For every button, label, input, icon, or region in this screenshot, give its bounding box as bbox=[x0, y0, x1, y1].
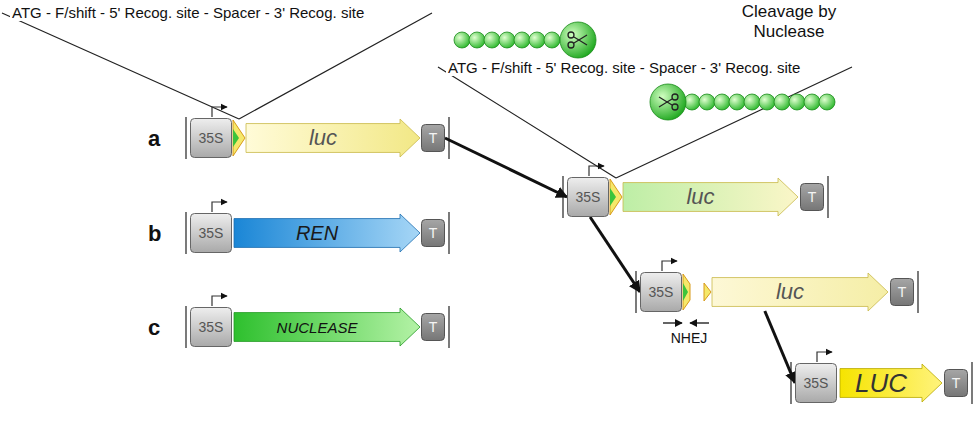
gene-arrow: NUCLEASE bbox=[234, 308, 420, 346]
promoter-box: 35S bbox=[190, 307, 232, 347]
box-outline bbox=[422, 125, 445, 152]
panel-letter: a bbox=[146, 126, 162, 151]
nhej-arrows bbox=[663, 322, 709, 323]
construct-brackets bbox=[186, 117, 972, 404]
gene-arrow-outline bbox=[712, 273, 888, 311]
terminator-name: T bbox=[429, 226, 438, 240]
gene-arrow-outline bbox=[840, 364, 942, 402]
gene-arrow: LUC bbox=[840, 364, 942, 402]
box-outline bbox=[422, 314, 445, 341]
nuclease-protein bbox=[454, 22, 596, 58]
terminator-box: T bbox=[800, 183, 824, 211]
construct-map-callout: ATG - F/shift - 5' Recog. site - Spacer … bbox=[10, 4, 366, 21]
promoter-box: 35S bbox=[567, 177, 609, 217]
promoter-name: 35S bbox=[649, 285, 674, 299]
process-arrow bbox=[445, 138, 567, 197]
gene-name: NUCLEASE bbox=[277, 320, 358, 335]
terminator-name: T bbox=[952, 376, 961, 390]
gene-arrow-outline bbox=[246, 119, 420, 157]
box-outline bbox=[422, 220, 445, 247]
process-arrow bbox=[590, 217, 640, 292]
box-outline bbox=[568, 178, 609, 217]
terminator-box: T bbox=[421, 313, 445, 341]
promoter-box: 35S bbox=[640, 272, 682, 312]
terminator-box: T bbox=[944, 369, 968, 397]
box-outline bbox=[641, 273, 682, 312]
gene-arrow: luc bbox=[712, 273, 888, 311]
construct-map-callout: ATG - F/shift - 5' Recog. site - Spacer … bbox=[446, 59, 802, 76]
gene-name: luc bbox=[309, 127, 337, 149]
gene-arrow: REN bbox=[234, 214, 420, 252]
nuclease-caption: Cleavage by Nuclease bbox=[722, 2, 856, 41]
target-site-markers bbox=[233, 120, 711, 310]
promoter-name: 35S bbox=[804, 376, 829, 390]
promoter-box: 35S bbox=[795, 363, 837, 403]
promoter-name: 35S bbox=[199, 131, 224, 145]
gene-arrow-outline bbox=[623, 178, 798, 216]
terminator-box: T bbox=[421, 124, 445, 152]
gene-name: luc bbox=[686, 186, 714, 208]
box-outline bbox=[191, 308, 232, 347]
box-outline bbox=[191, 214, 232, 253]
gene-name: REN bbox=[296, 223, 338, 243]
promoter-name: 35S bbox=[576, 190, 601, 204]
promoter-name: 35S bbox=[199, 226, 224, 240]
gene-name: luc bbox=[776, 281, 804, 303]
terminator-box: T bbox=[421, 219, 445, 247]
process-arrow bbox=[765, 311, 795, 383]
gene-name: LUC bbox=[855, 370, 907, 396]
box-outline bbox=[891, 279, 914, 306]
gene-arrow-outline bbox=[234, 214, 420, 252]
promoter-name: 35S bbox=[199, 320, 224, 334]
box-outline bbox=[945, 370, 968, 397]
promoter-box: 35S bbox=[190, 118, 232, 158]
terminator-name: T bbox=[429, 131, 438, 145]
gene-arrow: luc bbox=[246, 119, 420, 157]
promoter-box: 35S bbox=[190, 213, 232, 253]
terminator-name: T bbox=[429, 320, 438, 334]
panel-letter: b bbox=[146, 221, 163, 246]
repair-label: NHEJ bbox=[652, 330, 726, 346]
box-outline bbox=[191, 119, 232, 158]
terminator-box: T bbox=[890, 278, 914, 306]
promoter-start-arrows bbox=[212, 107, 832, 362]
terminator-name: T bbox=[808, 190, 817, 204]
box-outline bbox=[801, 184, 824, 211]
gene-arrow: luc bbox=[623, 178, 798, 216]
box-outline bbox=[796, 364, 837, 403]
panel-letter: c bbox=[146, 315, 162, 340]
gene-arrow-outline bbox=[234, 308, 420, 346]
terminator-name: T bbox=[898, 285, 907, 299]
nuclease-protein bbox=[650, 84, 835, 120]
